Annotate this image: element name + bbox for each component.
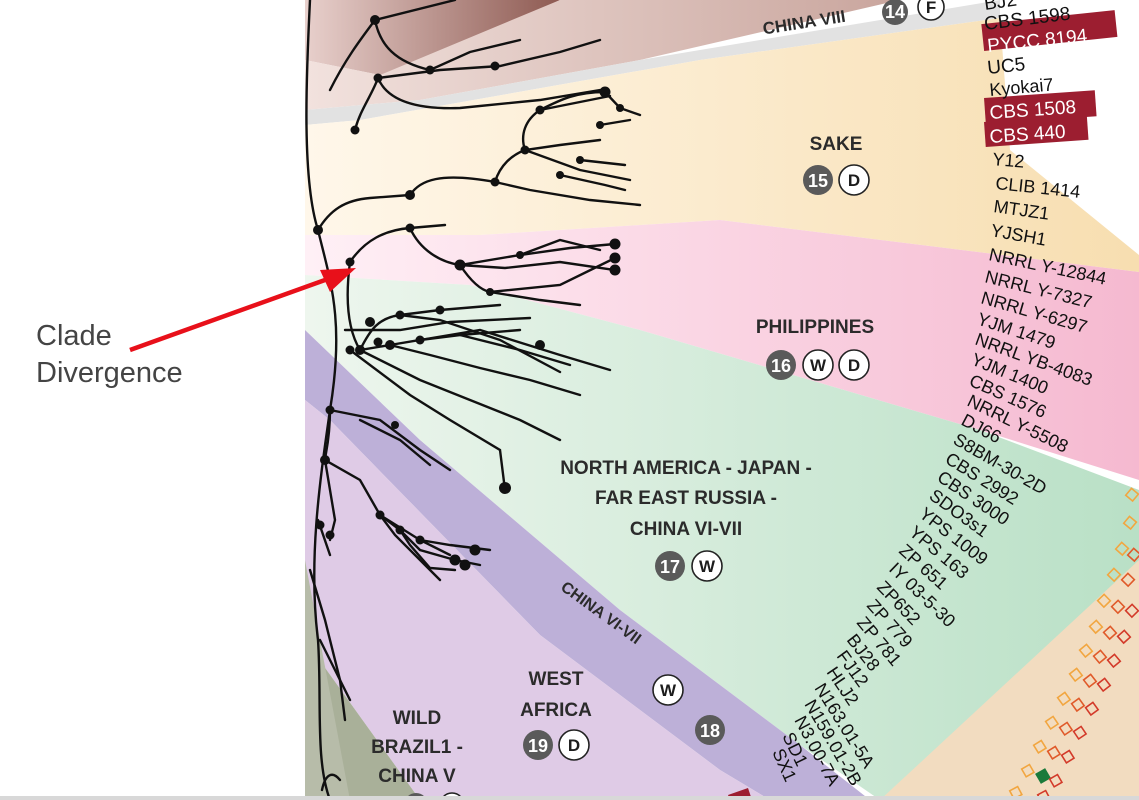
clade-label-north-america-2: FAR EAST RUSSIA - (595, 488, 777, 509)
svg-text:D: D (848, 171, 860, 190)
clade-label-west-africa-1: WEST (529, 669, 584, 690)
strain-highlight-cbs-440 (984, 114, 1089, 147)
svg-text:W: W (810, 356, 827, 375)
strain-highlight-pycc-8194 (981, 10, 1118, 51)
clade-tag-17-w: W (691, 550, 723, 582)
clade-tag-15-d: D (838, 164, 870, 196)
clade-badge-15: 15 (803, 165, 833, 195)
clade-tag-16-d: D (838, 349, 870, 381)
clade-badge-18: 18 (695, 715, 725, 745)
clade-badge-16: 16 (766, 350, 796, 380)
svg-text:W: W (699, 557, 716, 576)
strain-label: CBS 440 (989, 122, 1066, 148)
svg-text:19: 19 (528, 736, 548, 756)
clade-sectors (305, 0, 1139, 800)
svg-text:16: 16 (771, 356, 791, 376)
clade-label-wild-brazil-3: CHINA V (378, 766, 456, 787)
svg-text:18: 18 (700, 721, 720, 741)
svg-text:W: W (660, 681, 677, 700)
trait-squares (1008, 487, 1139, 800)
svg-text:D: D (848, 356, 860, 375)
strain-highlight-cbs-1508 (984, 90, 1097, 124)
annotation-line-2: Divergence (36, 357, 183, 389)
strain-labels: BJ2 CBS 1598 PYCC 8194 UC5 Kyokai7 CBS 1… (728, 0, 1118, 800)
sector-north-america (305, 275, 1139, 800)
bottom-edge (0, 796, 1139, 800)
clade-label-philippines: PHILIPPINES (756, 317, 874, 338)
clade-label-wild-brazil-1: WILD (393, 708, 442, 729)
svg-text:D: D (568, 736, 580, 755)
svg-text:17: 17 (660, 557, 680, 577)
clade-label-wild-brazil-2: BRAZIL1 - (371, 737, 463, 758)
sector-philippines (305, 220, 1139, 480)
clade-badge-19: 19 (523, 730, 553, 760)
sector-top-dark (305, 0, 560, 75)
clade-badge-14: 14 (882, 0, 908, 25)
clade-tag-19-d: D (558, 729, 590, 761)
clade-label-north-america-1: NORTH AMERICA - JAPAN - (560, 458, 812, 479)
clade-label-west-africa-2: AFRICA (520, 700, 592, 721)
clade-label-north-america-3: CHINA VI-VII (630, 519, 742, 540)
clade-tag-18-w: W (652, 674, 684, 706)
svg-text:15: 15 (808, 171, 828, 191)
annotation-line-1: Clade (36, 320, 112, 352)
clade-label-sake: SAKE (810, 134, 863, 155)
clade-tag-14-f: F (917, 0, 945, 21)
clade-badge-17: 17 (655, 551, 685, 581)
svg-text:F: F (926, 0, 936, 17)
tree-branches (305, 0, 642, 800)
sector-sake (305, 18, 1139, 272)
svg-text:14: 14 (885, 2, 905, 22)
sector-bottom-peach (880, 560, 1139, 800)
clade-divergence-annotation: Clade Divergence (36, 318, 183, 392)
clade-divergence-arrow (129, 268, 356, 353)
sector-china-viii (305, 0, 1000, 125)
strain-label: Y12 (992, 149, 1026, 172)
strain-label: BJ2 (983, 0, 1018, 15)
sector-top-light (305, 0, 900, 110)
sector-west-africa (305, 400, 770, 800)
clade-tag-16-w: W (802, 349, 834, 381)
strain-label: UC5 (986, 54, 1026, 79)
tree-nodes (313, 15, 624, 571)
